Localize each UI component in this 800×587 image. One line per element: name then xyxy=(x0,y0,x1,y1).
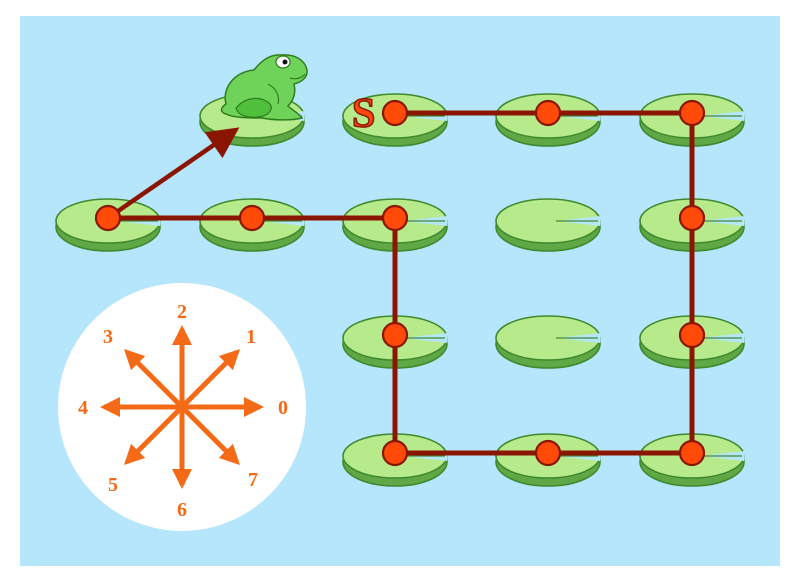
compass-label-1: 1 xyxy=(246,326,256,348)
final-jump-arrow xyxy=(106,127,240,220)
path-node xyxy=(678,99,706,127)
compass-arrow-5 xyxy=(124,405,184,465)
compass-arrow-1 xyxy=(180,349,240,409)
lily-pad-pad-r0-c3 xyxy=(495,93,601,147)
lily-pad-pad-r2-c3 xyxy=(495,315,601,369)
compass-label-3: 3 xyxy=(103,326,113,348)
path-node xyxy=(381,439,409,467)
compass-label-6: 6 xyxy=(177,499,187,521)
frog-jump-path xyxy=(105,110,695,456)
lily-pad-pad-r1-c3 xyxy=(495,198,601,252)
path-node xyxy=(381,204,409,232)
compass-arrows xyxy=(100,325,264,489)
path-node xyxy=(381,321,409,349)
path-node xyxy=(94,204,122,232)
path-node xyxy=(678,204,706,232)
path-node xyxy=(678,439,706,467)
compass-labels: 0 1 2 3 4 5 6 7 xyxy=(78,301,288,521)
compass-label-0: 0 xyxy=(278,397,288,419)
path-node xyxy=(534,439,562,467)
compass-arrow-3 xyxy=(124,349,184,409)
jump-nodes xyxy=(94,99,706,467)
start-label: S xyxy=(352,91,375,137)
compass-arrow-7 xyxy=(180,405,240,465)
path-node xyxy=(534,99,562,127)
compass-label-5: 5 xyxy=(108,474,118,496)
path-node xyxy=(678,321,706,349)
compass-label-2: 2 xyxy=(177,301,187,323)
path-node xyxy=(238,204,266,232)
path-node xyxy=(381,99,409,127)
frog-icon xyxy=(220,54,308,121)
compass-label-7: 7 xyxy=(248,469,258,491)
direction-compass: 0 1 2 3 4 5 6 7 xyxy=(58,283,306,531)
compass-label-4: 4 xyxy=(78,397,88,419)
